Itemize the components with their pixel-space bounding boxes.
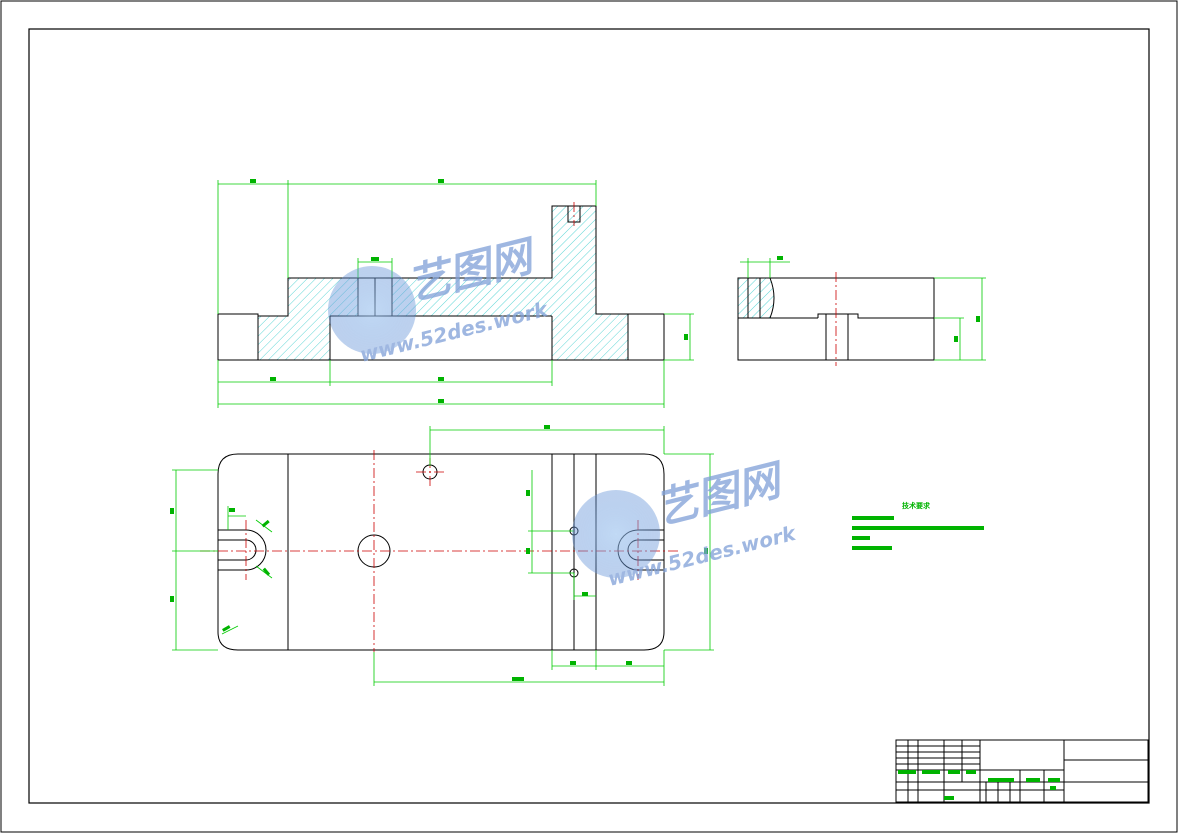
side-view-hatch [738,278,774,318]
globe-icon [572,490,660,578]
tech-requirements-note: 技术要求 [852,501,984,550]
top-view [170,425,714,686]
tech-requirements-title: 技术要求 [902,501,931,510]
title-block [895,739,1149,803]
watermark-2: 艺图网 www.52des.work [572,454,799,591]
top-view-outline [217,453,665,651]
front-view-hatch-2 [392,206,628,360]
globe-icon [328,266,416,354]
side-view [737,256,986,366]
watermark-site-cn: 艺图网 [651,454,791,533]
sheet-inner-border [28,28,1150,804]
